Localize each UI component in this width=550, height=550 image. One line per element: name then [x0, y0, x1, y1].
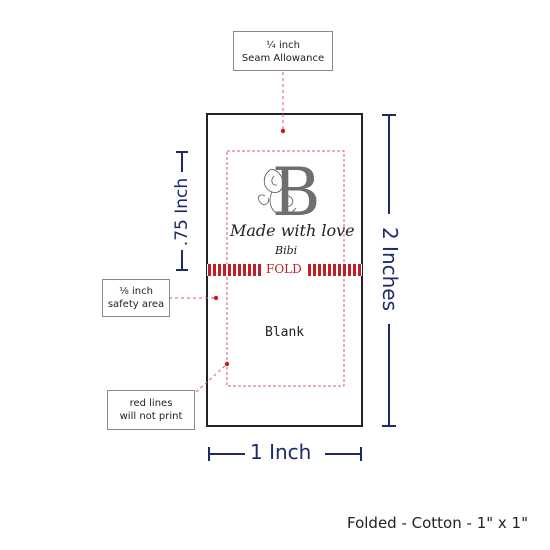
- three-quarter-label: .75 Inch: [172, 177, 192, 247]
- blank-label: Blank: [265, 325, 305, 340]
- fold-stripe: [213, 264, 216, 276]
- fold-line: [207, 264, 362, 276]
- safety-area-callout: ⅛ inch safety area: [102, 279, 170, 317]
- seam-allowance-text: Seam Allowance: [241, 53, 325, 64]
- red-lines-dot: [224, 361, 230, 367]
- brand-tagline: Made with love: [230, 221, 355, 240]
- fold-label: FOLD: [266, 262, 302, 276]
- fold-stripe: [313, 264, 316, 276]
- red-lines-callout: red lines will not print: [107, 390, 195, 430]
- fold-stripe: [228, 264, 231, 276]
- width-dimension: [208, 447, 362, 461]
- height-label: 2 Inches: [378, 226, 402, 312]
- red-lines-leader: [195, 364, 227, 393]
- seam-allowance-callout: ¼ inch Seam Allowance: [233, 31, 333, 71]
- fold-stripe: [248, 264, 251, 276]
- fold-stripe: [318, 264, 321, 276]
- fold-stripe: [348, 264, 351, 276]
- red-lines-text: red lines: [129, 398, 173, 409]
- fold-stripe: [353, 264, 356, 276]
- height-dimension: [382, 114, 396, 427]
- red-lines-note: will not print: [119, 411, 183, 422]
- fold-stripe: [328, 264, 331, 276]
- fold-stripe: [338, 264, 341, 276]
- fold-stripe: [238, 264, 241, 276]
- fold-stripe: [308, 264, 311, 276]
- fold-stripe: [208, 264, 211, 276]
- fold-stripe: [343, 264, 346, 276]
- safety-area-dot: [213, 295, 219, 301]
- monogram-letter: B: [272, 154, 321, 231]
- fold-stripe: [258, 264, 261, 276]
- fold-stripe: [358, 264, 361, 276]
- safety-area-size: ⅛ inch: [119, 286, 153, 297]
- seam-allowance-size: ¼ inch: [266, 40, 300, 51]
- flower-sketch-icon: [258, 169, 297, 216]
- fold-stripe: [253, 264, 256, 276]
- brand-name: Bibi: [275, 244, 298, 257]
- product-caption: Folded - Cotton - 1" x 1": [346, 514, 528, 532]
- three-quarter-dimension: [176, 151, 188, 271]
- fold-stripe: [233, 264, 236, 276]
- fold-stripe: [333, 264, 336, 276]
- fold-stripe: [323, 264, 326, 276]
- fold-stripe: [218, 264, 221, 276]
- safety-area-text: safety area: [107, 299, 165, 310]
- fold-stripe: [223, 264, 226, 276]
- fold-stripe: [243, 264, 246, 276]
- seam-allowance-dot: [280, 128, 286, 134]
- width-label: 1 Inch: [250, 440, 312, 464]
